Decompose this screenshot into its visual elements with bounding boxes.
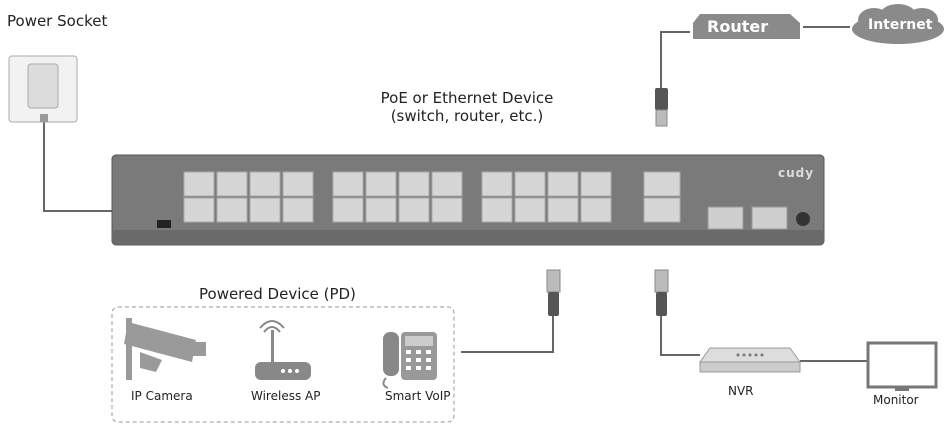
mode-switch-icon xyxy=(157,220,171,228)
sfp-port-2 xyxy=(751,206,788,230)
router-connector-icon xyxy=(655,88,668,127)
poe-switch xyxy=(111,154,825,246)
cables xyxy=(43,26,868,362)
sfp-port-1 xyxy=(707,206,744,230)
internet-cloud-icon xyxy=(852,4,944,44)
router-label: Router xyxy=(707,17,769,36)
power-adapter-icon xyxy=(8,55,78,123)
uplink-port xyxy=(643,197,681,223)
router-cable xyxy=(660,31,690,90)
monitor-label: Monitor xyxy=(873,393,919,407)
wireless-ap-label: Wireless AP xyxy=(251,389,321,403)
power-socket-label: Power Socket xyxy=(7,12,108,30)
nvr-connector-icon xyxy=(654,269,669,316)
uplink-port xyxy=(643,171,681,197)
rj45-port xyxy=(365,197,397,223)
rj45-port xyxy=(216,171,248,197)
rj45-port xyxy=(282,171,314,197)
rj45-port xyxy=(547,197,579,223)
rj45-port xyxy=(249,197,281,223)
voip-phone-icon xyxy=(382,332,437,389)
rj45-port xyxy=(580,171,612,197)
rj45-port xyxy=(183,197,215,223)
rj45-port xyxy=(216,197,248,223)
smart-voip-label: Smart VoIP xyxy=(385,389,451,403)
nvr-label: NVR xyxy=(728,384,754,398)
rj45-port xyxy=(365,171,397,197)
rj45-port xyxy=(183,171,215,197)
rj45-port xyxy=(282,197,314,223)
ip-camera-icon xyxy=(124,318,206,380)
rj45-port xyxy=(547,171,579,197)
nvr-icon xyxy=(699,347,801,373)
pd-cable xyxy=(461,315,554,353)
nvr-cable xyxy=(660,315,700,356)
monitor-icon xyxy=(866,341,938,391)
poe-device-label: PoE or Ethernet Device (switch, router, … xyxy=(372,89,562,125)
wireless-ap-icon xyxy=(255,320,311,380)
rj45-port xyxy=(249,171,281,197)
pd-connector-icon xyxy=(546,269,561,316)
internet-label: Internet xyxy=(868,17,933,33)
rj45-port xyxy=(431,197,463,223)
rj45-port xyxy=(514,171,546,197)
rj45-port xyxy=(514,197,546,223)
rj45-port xyxy=(332,197,364,223)
reset-button-icon xyxy=(796,212,810,226)
brand-logo: cudy xyxy=(778,166,815,180)
rj45-port xyxy=(332,171,364,197)
poe-device-label-line2: (switch, router, etc.) xyxy=(390,107,544,125)
poe-device-label-line1: PoE or Ethernet Device xyxy=(380,89,554,107)
rj45-port xyxy=(398,197,430,223)
power-cable xyxy=(43,118,112,212)
rj45-port xyxy=(580,197,612,223)
ip-camera-label: IP Camera xyxy=(131,389,193,403)
rj45-port xyxy=(431,171,463,197)
rj45-port xyxy=(481,197,513,223)
router-banner xyxy=(693,14,800,39)
rj45-port xyxy=(481,171,513,197)
powered-device-label: Powered Device (PD) xyxy=(199,285,356,303)
rj45-port xyxy=(398,171,430,197)
powered-device-group xyxy=(111,306,455,423)
